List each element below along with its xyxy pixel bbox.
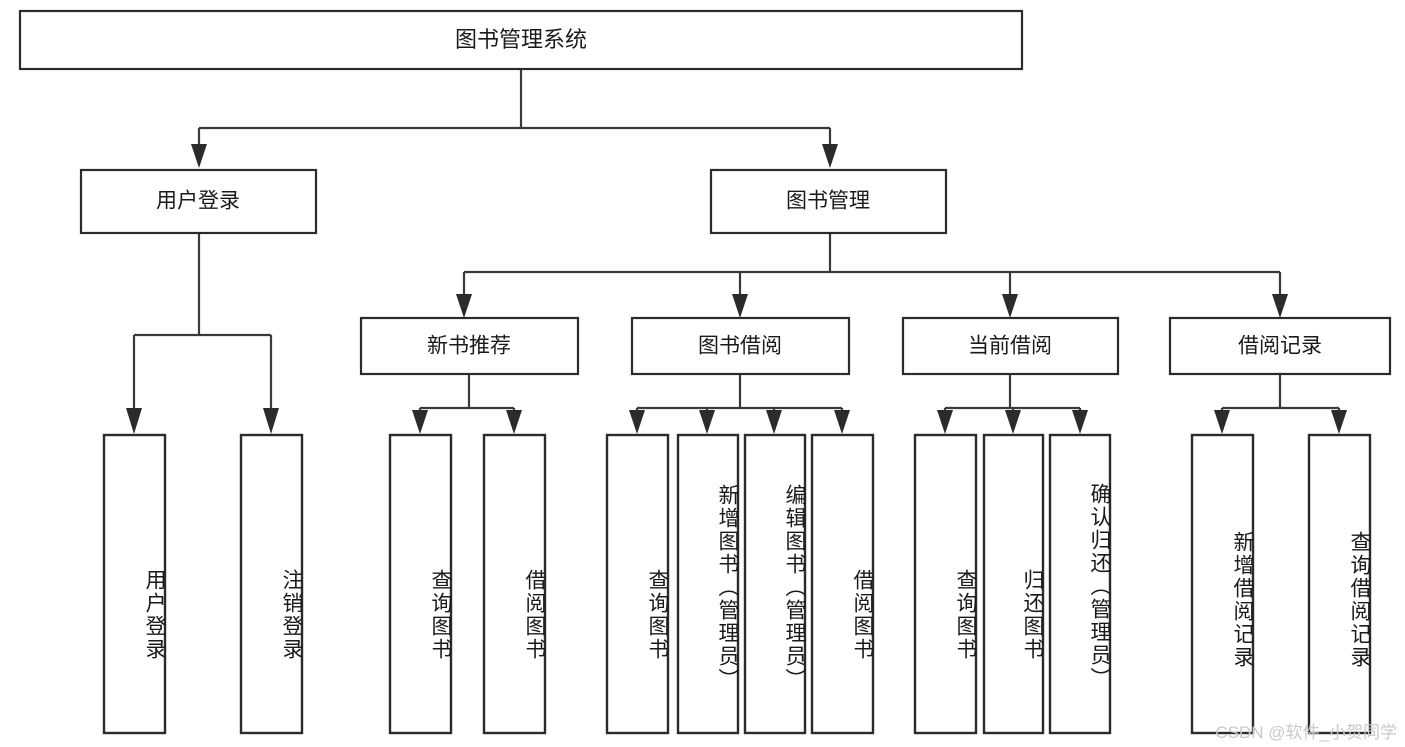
leaf-box-leaf-edit-book[interactable] [743, 433, 807, 735]
arrowhead-borrow-record [1272, 294, 1288, 318]
arrowhead-leaf-confirm-return [1072, 410, 1088, 434]
arrowhead-leaf-add-record [1214, 410, 1230, 434]
connector-layer [126, 69, 1347, 434]
arrowhead-current-borrow [1002, 294, 1018, 318]
leaf-layer [102, 433, 1372, 735]
leaf-box-leaf-query-book-1[interactable] [388, 433, 453, 735]
arrowhead-leaf-query-record [1331, 410, 1347, 434]
arrowhead-leaf-edit-book [766, 410, 782, 434]
leaf-box-leaf-logout-login[interactable] [239, 433, 304, 735]
arrowhead-leaf-borrow-book-1 [506, 410, 522, 434]
node-box-borrow-record[interactable] [1168, 316, 1392, 376]
node-box-root[interactable] [18, 9, 1024, 71]
leaf-box-leaf-user-login[interactable] [102, 433, 167, 735]
leaf-box-leaf-borrow-book-1[interactable] [482, 433, 547, 735]
arrowhead-new-book-recommend [456, 294, 472, 318]
leaf-box-leaf-add-record[interactable] [1190, 433, 1255, 735]
node-label-borrow-record: 借阅记录 [1238, 335, 1322, 358]
arrowhead-leaf-return-book [1005, 410, 1021, 434]
leaf-box-leaf-return-book[interactable] [982, 433, 1045, 735]
leaf-box-leaf-query-record[interactable] [1307, 433, 1372, 735]
arrowhead-book-management [822, 144, 838, 168]
node-label-user-login: 用户登录 [156, 190, 240, 213]
node-label-book-management: 图书管理 [786, 190, 870, 213]
node-box-user-login[interactable] [79, 168, 318, 235]
arrowhead-leaf-borrow-book-2 [834, 410, 850, 434]
arrowhead-leaf-query-book-1 [412, 410, 428, 434]
arrowhead-leaf-add-book [699, 410, 715, 434]
arrowhead-leaf-query-book-3 [937, 410, 953, 434]
arrowhead-leaf-user-login [126, 408, 142, 434]
node-label-current-borrow: 当前借阅 [968, 335, 1052, 358]
csdn-watermark: CSDN @软件_小贺同学 [1215, 723, 1397, 742]
node-box-book-management[interactable] [709, 168, 948, 235]
node-label-new-book-recommend: 新书推荐 [427, 335, 511, 358]
node-label-root: 图书管理系统 [455, 27, 587, 52]
leaf-box-leaf-query-book-2[interactable] [605, 433, 670, 735]
node-layer: 图书管理系统 用户登录 图书管理 新书推荐 图书借阅 当前借阅 借阅记录 [18, 9, 1392, 376]
arrowhead-user-login [191, 144, 207, 168]
node-box-book-borrow[interactable] [630, 316, 851, 376]
leaf-box-leaf-confirm-return[interactable] [1048, 433, 1112, 735]
leaf-box-leaf-add-book[interactable] [676, 433, 740, 735]
node-box-new-book-recommend[interactable] [359, 316, 580, 376]
node-label-book-borrow: 图书借阅 [698, 335, 782, 358]
leaf-box-leaf-query-book-3[interactable] [913, 433, 978, 735]
arrowhead-leaf-query-book-2 [629, 410, 645, 434]
arrowhead-leaf-logout-login [263, 408, 279, 434]
arrowhead-book-borrow [732, 294, 748, 318]
node-box-current-borrow[interactable] [901, 316, 1120, 376]
leaf-box-leaf-borrow-book-2[interactable] [810, 433, 875, 735]
